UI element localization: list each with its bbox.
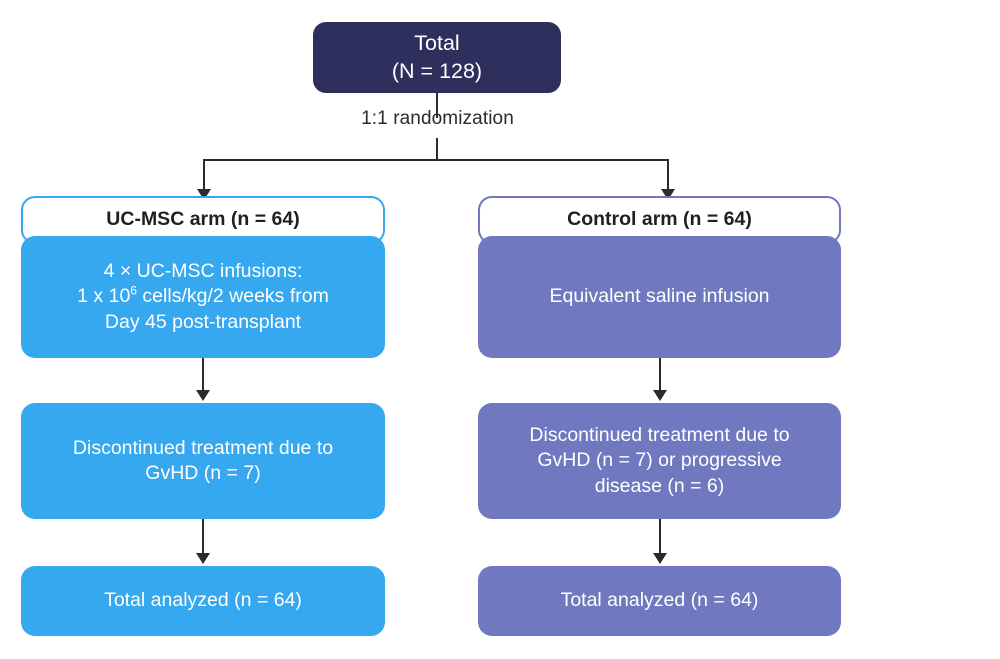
node-total-text: Total (N = 128): [384, 30, 490, 86]
connector-split-bar: [203, 159, 669, 161]
discontinued-control-line1: Discontinued treatment due to: [529, 423, 790, 446]
connector-randomization-stem: [436, 138, 438, 161]
node-analyzed-control: Total analyzed (n = 64): [478, 566, 841, 636]
node-discontinued-control-text: Discontinued treatment due to GvHD (n = …: [513, 423, 805, 499]
arrowhead-right-2: [653, 553, 667, 564]
intervention-line2-pre: 1 x 10: [77, 285, 131, 308]
node-discontinued-uc-msc: Discontinued treatment due to GvHD (n = …: [21, 403, 385, 519]
node-discontinued-uc-msc-text: Discontinued treatment due to GvHD (n = …: [57, 436, 349, 487]
randomization-label: 1:1 randomization: [361, 108, 514, 129]
arm-header-label-control: Control arm (n = 64): [567, 208, 752, 231]
intervention-line1: 4 × UC-MSC infusions:: [103, 259, 303, 282]
arrowhead-left-1: [196, 390, 210, 401]
intervention-line2-exponent: 6: [130, 283, 138, 298]
analyzed-label-control: Total analyzed (n = 64): [560, 589, 759, 612]
intervention-line2: 1 x 106 cells/kg/2 weeks from: [77, 284, 329, 309]
node-total-line2: (N = 128): [391, 58, 483, 83]
node-total: Total (N = 128): [313, 22, 561, 93]
connector-total-stem: [436, 93, 438, 118]
node-intervention-uc-msc: 4 × UC-MSC infusions: 1 x 106 cells/kg/2…: [21, 236, 385, 358]
arrowhead-branch-left: [197, 189, 211, 200]
node-intervention-control-text: Equivalent saline infusion: [533, 284, 785, 309]
discontinued-control-line2: GvHD (n = 7) or progressive: [537, 449, 782, 472]
arm-header-label-uc-msc: UC-MSC arm (n = 64): [106, 208, 300, 231]
intervention-line3: Day 45 post-transplant: [104, 310, 302, 333]
analyzed-label-uc-msc: Total analyzed (n = 64): [104, 589, 302, 612]
discontinued-line2: GvHD (n = 7): [145, 462, 261, 484]
node-analyzed-uc-msc: Total analyzed (n = 64): [21, 566, 385, 636]
connector-right-2: [659, 519, 661, 557]
discontinued-control-line3: disease (n = 6): [594, 474, 725, 497]
connector-left-1: [202, 358, 204, 394]
arrowhead-right-1: [653, 390, 667, 401]
connector-branch-right: [667, 159, 669, 193]
node-total-line1: Total: [414, 30, 460, 55]
connector-left-2: [202, 519, 204, 557]
node-intervention-control: Equivalent saline infusion: [478, 236, 841, 358]
connector-branch-left: [203, 159, 205, 193]
arrowhead-branch-right: [661, 189, 675, 200]
intervention-control-line1: Equivalent saline infusion: [549, 285, 770, 308]
connector-right-1: [659, 358, 661, 394]
discontinued-line1: Discontinued treatment due to: [72, 436, 334, 459]
node-intervention-uc-msc-text: 4 × UC-MSC infusions: 1 x 106 cells/kg/2…: [61, 259, 345, 335]
node-discontinued-control: Discontinued treatment due to GvHD (n = …: [478, 403, 841, 519]
arrowhead-left-2: [196, 553, 210, 564]
intervention-line2-post: cells/kg/2 weeks from: [137, 285, 329, 308]
